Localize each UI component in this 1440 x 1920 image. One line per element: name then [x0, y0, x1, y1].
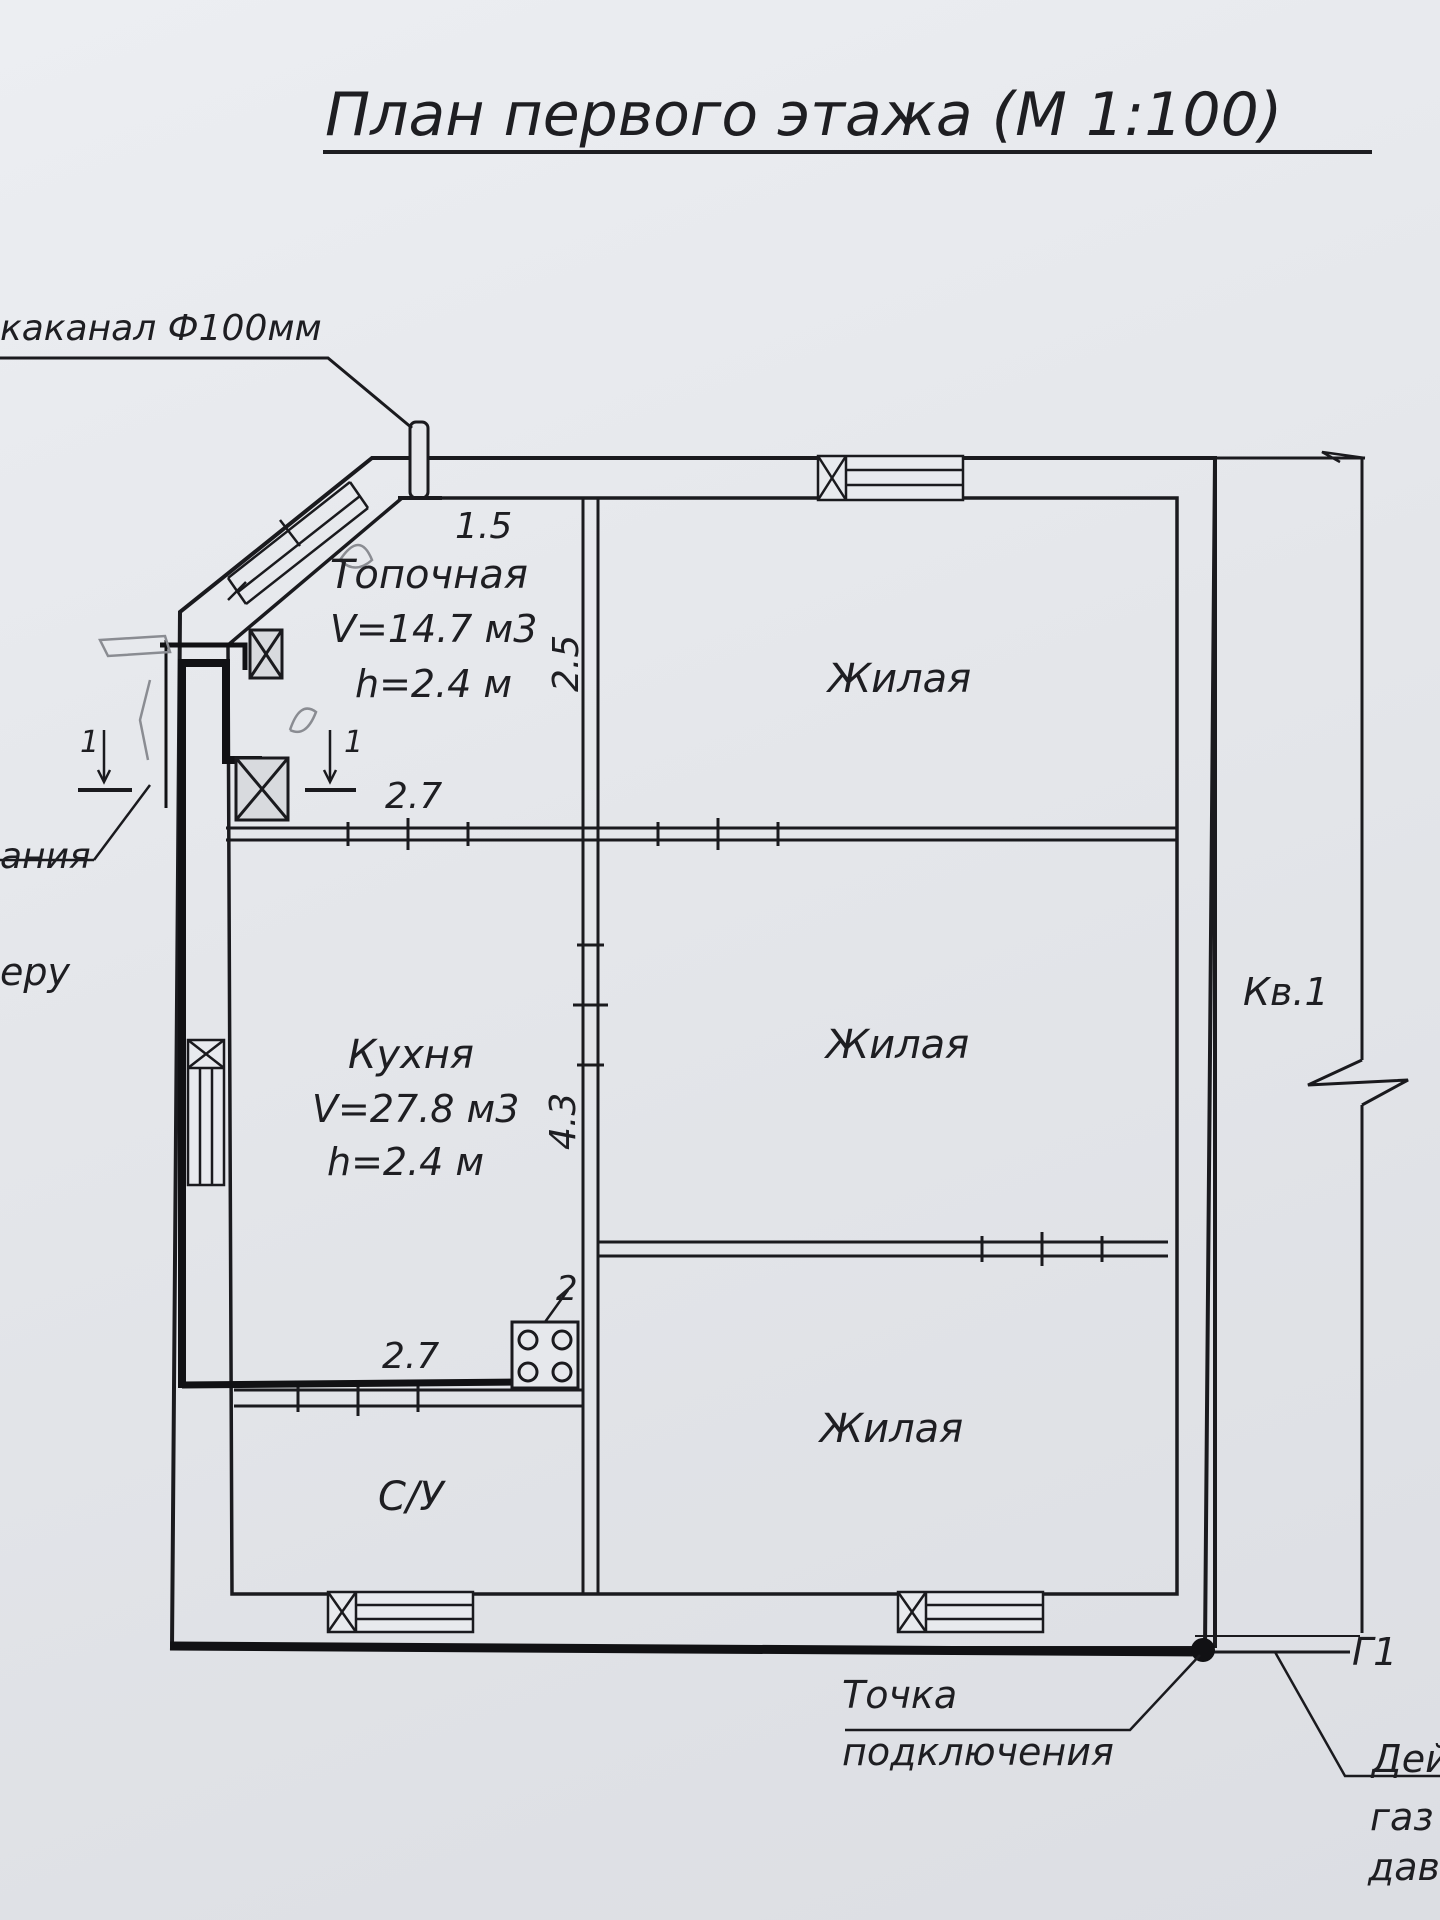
boiler-room-name: Топочная — [330, 552, 528, 598]
left-label-mid: ания — [0, 836, 91, 877]
kitchen-height: h=2.4 м — [327, 1140, 484, 1184]
note-label-3: дав — [1367, 1845, 1440, 1889]
gas-line-code: Г1 — [1352, 1630, 1397, 1674]
section-marks — [78, 730, 356, 792]
stove-number: 2 — [556, 1269, 578, 1309]
note-label-1: Дей — [1370, 1737, 1440, 1781]
connection-point-label-1: Точка — [842, 1673, 957, 1717]
vent-channel — [0, 356, 442, 500]
kitchen-volume: V=27.8 м3 — [312, 1087, 519, 1131]
dim-boiler-width: 2.7 — [385, 776, 442, 817]
gas-stove — [510, 1289, 580, 1390]
boiler-units — [234, 628, 290, 822]
apartment-label: Кв.1 — [1243, 970, 1329, 1014]
bathroom-label: С/У — [378, 1474, 446, 1520]
dim-kitchen-width: 2.7 — [382, 1336, 439, 1377]
dim-boiler-length: 2.5 — [546, 635, 587, 692]
section-mark-right: 1 — [344, 725, 363, 760]
living-room-3-label: Жилая — [817, 1406, 963, 1452]
interior-walls — [226, 498, 1177, 1594]
living-room-1-label: Жилая — [825, 656, 971, 702]
gas-pipes-left — [160, 640, 521, 1389]
kitchen-name: Кухня — [348, 1032, 474, 1078]
dim-kitchen-length: 4.3 — [543, 1093, 584, 1150]
vent-channel-label: каканал Ф100мм — [0, 308, 322, 349]
connection-point-marker — [1191, 1638, 1215, 1662]
gas-line-bottom — [169, 1641, 1206, 1657]
boiler-room-height: h=2.4 м — [355, 662, 512, 706]
connection-point-label-2: подключения — [842, 1730, 1114, 1774]
window-top — [816, 454, 965, 502]
boiler-room-number: 1.5 — [455, 506, 512, 547]
section-mark-left: 1 — [80, 725, 99, 760]
connection-leader — [845, 1654, 1201, 1732]
living-room-2-label: Жилая — [823, 1022, 969, 1068]
window-bottom-right — [896, 1590, 1045, 1634]
note-leader — [1273, 1651, 1440, 1778]
window-bottom-left — [326, 1590, 475, 1634]
window-left — [186, 1038, 226, 1187]
note-label-2: газ — [1370, 1795, 1433, 1839]
left-label-lower: еру — [0, 950, 71, 994]
door-ticks — [296, 818, 1104, 1416]
window-diagonal — [226, 481, 370, 605]
plan-title: План первого этажа (М 1:100) — [325, 80, 1282, 150]
boiler-room-volume: V=14.7 м3 — [330, 607, 537, 651]
outer-walls — [169, 450, 1409, 1650]
pencil-marks — [98, 543, 374, 761]
